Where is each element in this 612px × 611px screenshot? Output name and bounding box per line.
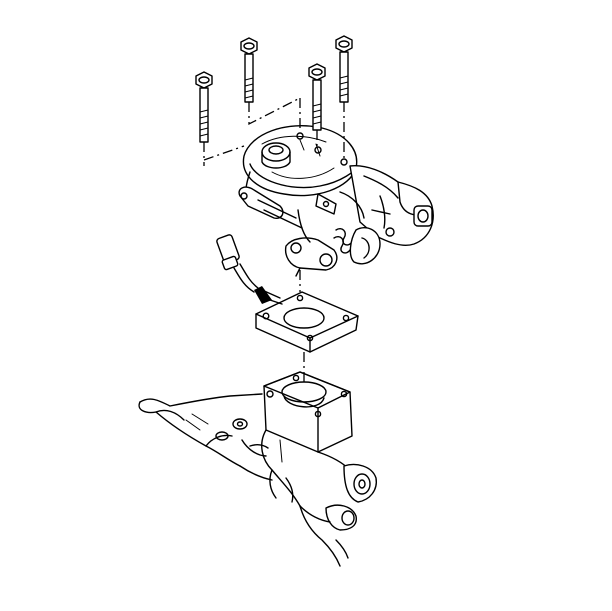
- alignment-lines: [203, 97, 345, 386]
- gasket: [255, 291, 359, 353]
- electrical-connector: [216, 234, 283, 305]
- bolt-3: [308, 63, 326, 131]
- bolt-1: [195, 71, 213, 143]
- intake-manifold: [138, 371, 377, 567]
- bolt-2: [240, 37, 258, 103]
- throttle-body-assembly: [238, 125, 434, 277]
- bolt-4: [335, 35, 353, 103]
